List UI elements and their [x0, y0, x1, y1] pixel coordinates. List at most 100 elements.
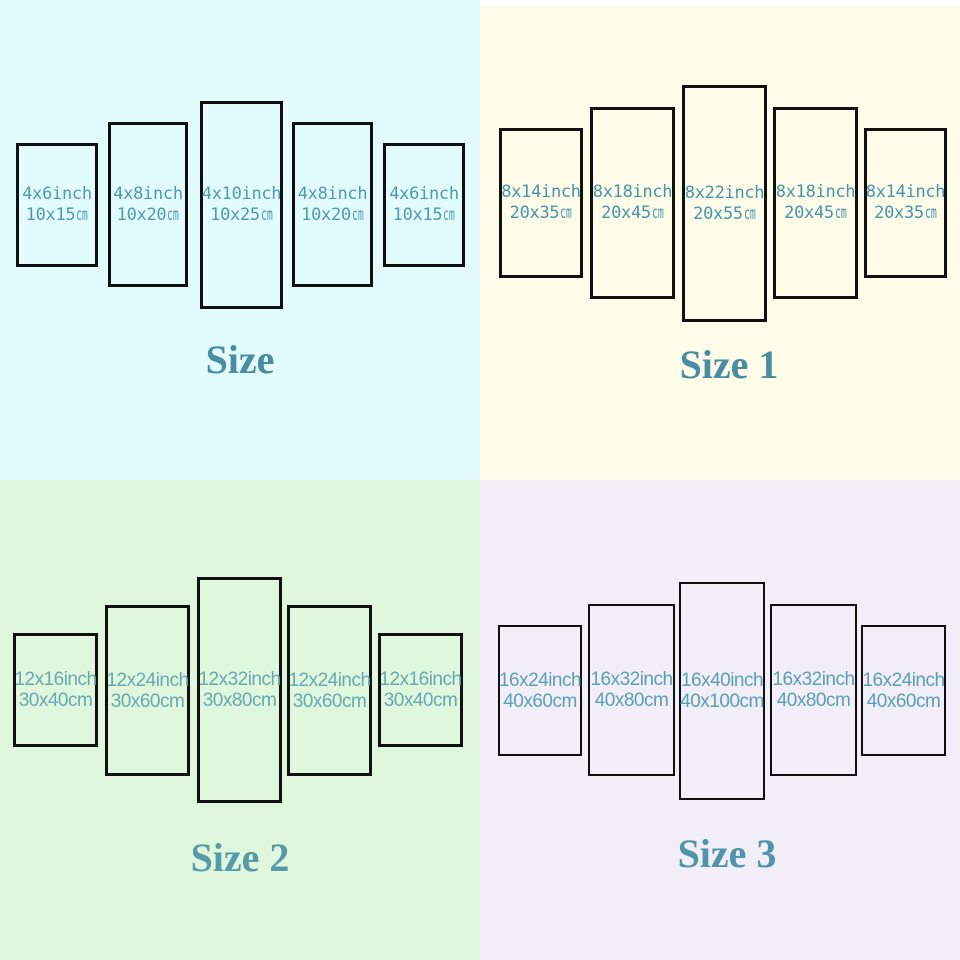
- panel-size-inch: 8x14inch: [865, 182, 946, 202]
- panel-size-cm: 40x80cm: [590, 690, 672, 711]
- cm-unit: cm: [915, 690, 941, 712]
- canvas-panel-1: 16x24inch 40x60cm: [498, 625, 582, 756]
- size-group-size: 4x6inch 10x15cm 4x8inch 10x20cm 4x10inch…: [0, 0, 480, 480]
- panel-dimensions: 8x14inch 20x35cm: [501, 182, 581, 224]
- panel-dimensions: 16x32inch 40x80cm: [590, 669, 673, 711]
- cm-value: 10x25: [210, 205, 260, 225]
- cm-value: 20x35: [874, 203, 924, 223]
- panel-size-cm: 10x15cm: [389, 205, 459, 226]
- panel-dimensions: 4x8inch 10x20cm: [298, 184, 368, 226]
- canvas-panel-2: 8x18inch 20x45cm: [590, 107, 675, 299]
- canvas-panel-3: 8x22inch 20x55cm: [682, 85, 767, 322]
- panel-dimensions: 12x16inch 30x40cm: [14, 669, 97, 711]
- panel-dimensions: 4x10inch 10x25cm: [202, 184, 282, 226]
- panel-size-cm: 30x40cm: [379, 690, 461, 711]
- cm-unit: cm: [260, 205, 273, 225]
- panel-dimensions: 12x24inch 30x60cm: [106, 670, 189, 712]
- size-group-title: Size 1: [679, 342, 779, 387]
- panel-size-inch: 12x32inch: [198, 669, 281, 690]
- panel-size-inch: 12x16inch: [379, 669, 462, 690]
- cm-value: 20x45: [601, 203, 651, 223]
- cm-value: 40x80: [776, 690, 827, 711]
- cm-unit: cm: [341, 690, 367, 712]
- canvas-panel-2: 16x32inch 40x80cm: [588, 604, 675, 776]
- cm-unit: cm: [743, 203, 756, 224]
- canvas-panel-1: 12x16inch 30x40cm: [13, 633, 98, 747]
- cm-unit: cm: [825, 690, 851, 711]
- panel-size-cm: 20x35cm: [866, 203, 945, 224]
- panel-size-cm: 40x60cm: [862, 691, 944, 712]
- panel-size-inch: 8x22inch: [684, 182, 765, 203]
- panel-size-inch: 16x24inch: [498, 669, 582, 691]
- panel-size-cm: 10x15cm: [22, 205, 92, 226]
- panel-size-inch: 12x24inch: [288, 669, 371, 691]
- panel-dimensions: 16x24inch 40x60cm: [862, 669, 945, 712]
- size-group-size-3: 16x24inch 40x60cm 16x32inch 40x80cm 16x4…: [480, 480, 960, 960]
- panel-size-cm: 40x80cm: [772, 690, 854, 711]
- cm-value: 40x60: [866, 690, 917, 712]
- panel-dimensions: 4x8inch 10x20cm: [113, 184, 183, 226]
- cm-value: 30x40: [18, 690, 69, 711]
- panel-size-cm: 20x35cm: [501, 203, 580, 224]
- canvas-panel-4: 8x18inch 20x45cm: [773, 107, 858, 299]
- cm-unit: cm: [739, 691, 765, 712]
- panel-dimensions: 16x32inch 40x80cm: [772, 669, 855, 711]
- canvas-panel-4: 4x8inch 10x20cm: [292, 122, 373, 287]
- panel-size-cm: 20x45cm: [776, 203, 855, 224]
- canvas-panel-2: 4x8inch 10x20cm: [108, 122, 188, 287]
- panel-size-inch: 16x32inch: [590, 669, 673, 690]
- cm-unit: cm: [67, 690, 93, 711]
- canvas-panel-1: 8x14inch 20x35cm: [499, 128, 583, 278]
- cm-unit: cm: [351, 204, 364, 225]
- cm-value: 40x100: [680, 691, 740, 712]
- panel-dimensions: 12x32inch 30x80cm: [198, 669, 281, 711]
- cm-unit: cm: [76, 205, 89, 225]
- cm-unit: cm: [643, 690, 669, 711]
- panel-size-inch: 8x18inch: [775, 182, 856, 202]
- cm-unit: cm: [924, 203, 937, 223]
- canvas-panel-5: 4x6inch 10x15cm: [383, 143, 465, 267]
- cm-value: 30x40: [383, 690, 434, 711]
- cm-value: 10x20: [301, 204, 351, 225]
- cm-value: 20x55: [693, 203, 743, 224]
- cm-unit: cm: [167, 204, 180, 225]
- panel-size-cm: 30x80cm: [198, 690, 280, 711]
- cm-value: 40x80: [594, 690, 645, 711]
- panel-dimensions: 12x24inch 30x60cm: [288, 669, 371, 712]
- cm-unit: cm: [651, 203, 664, 223]
- panel-size-inch: 16x24inch: [862, 669, 945, 691]
- panel-size-inch: 16x32inch: [772, 669, 855, 690]
- cm-unit: cm: [834, 203, 847, 223]
- canvas-panel-5: 16x24inch 40x60cm: [861, 625, 946, 756]
- canvas-panel-1: 4x6inch 10x15cm: [16, 143, 98, 267]
- panel-size-inch: 4x6inch: [22, 184, 92, 204]
- panel-size-cm: 40x60cm: [499, 691, 581, 712]
- panel-dimensions: 16x40inch 40x100cm: [680, 670, 764, 712]
- cm-value: 30x80: [202, 690, 253, 711]
- cm-unit: cm: [560, 203, 573, 223]
- cm-value: 20x45: [784, 203, 834, 223]
- panel-dimensions: 4x6inch 10x15cm: [389, 184, 459, 226]
- panel-dimensions: 8x14inch 20x35cm: [865, 182, 946, 224]
- panel-size-cm: 30x60cm: [288, 691, 370, 712]
- panel-size-inch: 4x8inch: [297, 183, 368, 204]
- canvas-panel-2: 12x24inch 30x60cm: [105, 605, 190, 776]
- cm-value: 40x60: [503, 690, 553, 712]
- panel-dimensions: 8x22inch 20x55cm: [684, 182, 765, 225]
- panel-size-inch: 16x40inch: [680, 670, 764, 691]
- canvas-panel-3: 4x10inch 10x25cm: [200, 101, 283, 309]
- cm-value: 30x60: [292, 690, 343, 712]
- panel-size-cm: 30x40cm: [14, 690, 96, 711]
- size-group-size-2: 12x16inch 30x40cm 12x24inch 30x60cm 12x3…: [0, 480, 480, 960]
- panel-dimensions: 4x6inch 10x15cm: [22, 184, 92, 226]
- cm-unit: cm: [443, 205, 456, 225]
- cm-unit: cm: [159, 690, 185, 712]
- panel-size-cm: 10x20cm: [298, 205, 368, 226]
- panel-size-inch: 4x8inch: [113, 183, 183, 204]
- size-group-size-1: 8x14inch 20x35cm 8x18inch 20x45cm 8x22in…: [480, 0, 960, 480]
- panel-size-inch: 12x16inch: [14, 669, 97, 690]
- size-group-title: Size: [205, 337, 275, 382]
- top-white-strip: [480, 0, 960, 5]
- panel-size-cm: 20x55cm: [685, 204, 764, 225]
